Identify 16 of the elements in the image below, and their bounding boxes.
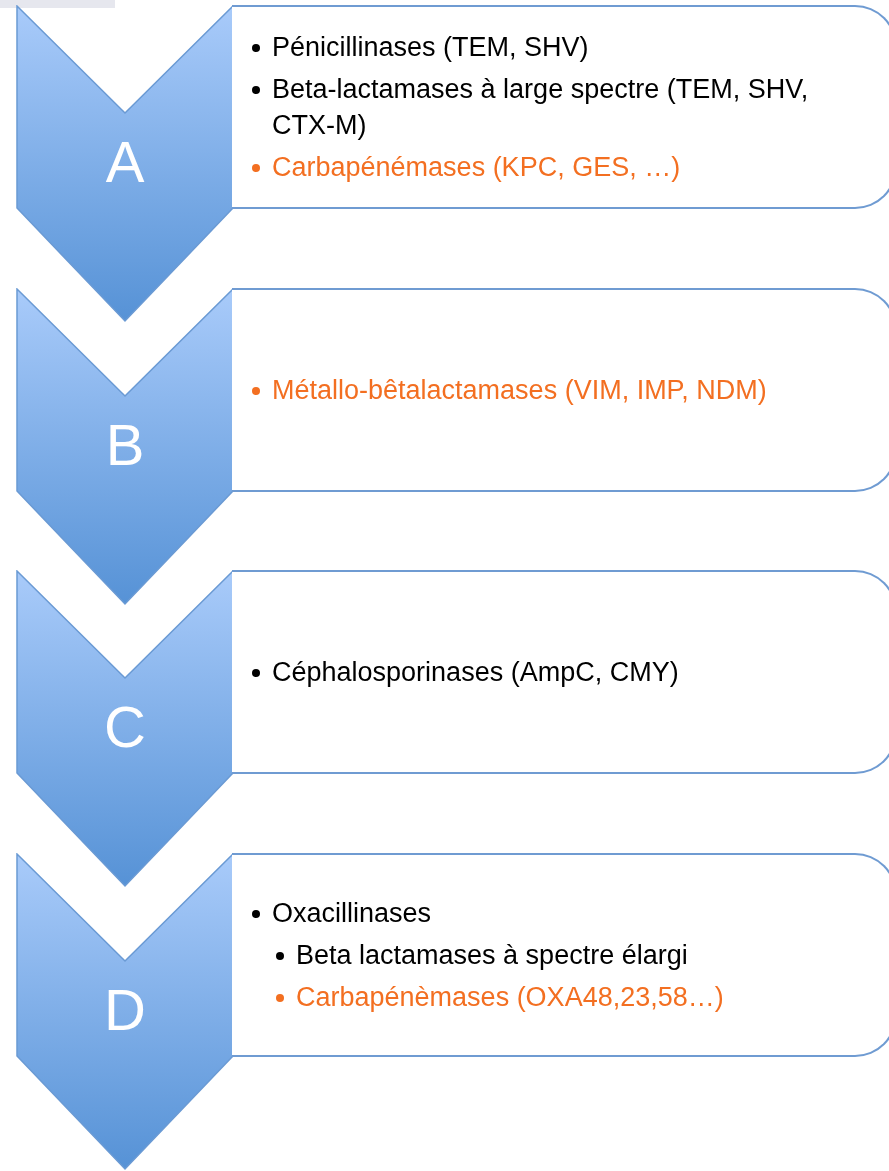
enzyme-item: Carbapénèmases (OXA48,23,58…) xyxy=(296,981,724,1014)
category-letter: A xyxy=(104,133,146,191)
description-box xyxy=(232,5,889,209)
description-box xyxy=(232,570,889,774)
description-box xyxy=(232,288,889,492)
enzyme-item: Beta lactamases à spectre élargi xyxy=(296,939,688,972)
enzyme-item: Oxacillinases xyxy=(272,897,432,930)
category-letter: B xyxy=(104,416,146,474)
enzyme-item: Beta-lactamases à large spectre (TEM, SHV, CTX-M) xyxy=(272,73,810,142)
enzyme-item: Pénicillinases (TEM, SHV) xyxy=(272,31,589,64)
category-letter: D xyxy=(103,981,147,1039)
category-letter: C xyxy=(103,698,147,756)
description-box xyxy=(232,853,889,1057)
enzyme-item: Métallo-bêtalactamases (VIM, IMP, NDM) xyxy=(272,374,767,407)
enzyme-item: Carbapénémases (KPC, GES, …) xyxy=(272,151,681,184)
enzyme-item: Céphalosporinases (AmpC, CMY) xyxy=(272,656,679,689)
